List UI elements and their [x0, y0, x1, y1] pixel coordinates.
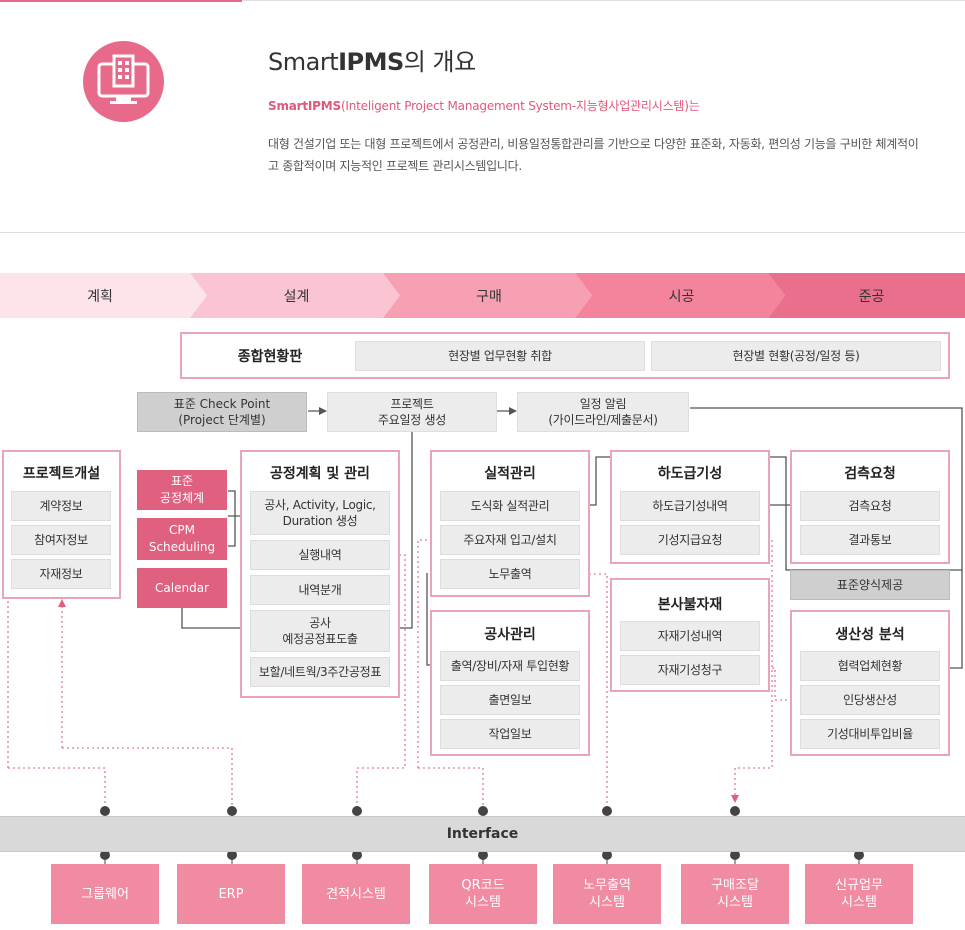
- project-open-item: 참여자정보: [11, 525, 111, 555]
- subcontract-title: 하도급기성: [657, 466, 723, 482]
- inspection-title: 검측요청: [844, 466, 896, 482]
- schedule-item: 공사, Activity, Logic, Duration 생성: [250, 491, 390, 535]
- subcontract-item: 기성지급요청: [620, 525, 760, 555]
- building-monitor-icon: [83, 41, 164, 122]
- page-description: 대형 건설기업 또는 대형 프로젝트에서 공정관리, 비용일정통합관리를 기반으…: [268, 137, 919, 173]
- standard-checkpoint: 표준 Check Point (Project 단계별): [137, 392, 307, 432]
- page-title: SmartIPMS의 개요: [268, 48, 476, 76]
- phase-construction: 시공: [668, 288, 695, 305]
- project-open-item: 자재정보: [11, 559, 111, 589]
- performance-item: 주요자재 입고/설치: [440, 525, 580, 555]
- dashboard-title: 종합현황판: [237, 349, 303, 365]
- inspection-item: 검측요청: [800, 491, 940, 521]
- project-open-item: 계약정보: [11, 491, 111, 521]
- calendar: Calendar: [137, 568, 227, 608]
- productivity-title: 생산성 분석: [835, 627, 905, 643]
- dashboard-item: 현장별 업무현황 취합: [355, 341, 645, 371]
- hq-material-item: 자재기성내역: [620, 621, 760, 651]
- schedule-alert: 일정 알림 (가이드라인/제출문서): [517, 392, 689, 432]
- phase-planning: 계획: [87, 288, 113, 305]
- system-qr-code: QR코드 시스템: [429, 864, 537, 924]
- performance-title: 실적관리: [484, 466, 536, 482]
- interface-bar: Interface: [0, 816, 965, 852]
- schedule-item: 공사 예정공정표도출: [250, 610, 390, 652]
- productivity-item: 기성대비투입비율: [800, 719, 940, 749]
- section-divider: [0, 232, 965, 233]
- performance-item: 노무출역: [440, 559, 580, 589]
- subcontract-item: 하도급기성내역: [620, 491, 760, 521]
- construction-item: 출면일보: [440, 685, 580, 715]
- hq-material-title: 본사불자재: [657, 597, 723, 613]
- inspection-item: 결과통보: [800, 525, 940, 555]
- system-erp: ERP: [177, 864, 285, 924]
- project-milestone: 프로젝트 주요일정 생성: [327, 392, 497, 432]
- schedule-item: 보할/네트웍/3주간공정표: [250, 657, 390, 687]
- construction-title: 공사관리: [484, 627, 536, 643]
- cpm-scheduling: CPM Scheduling: [137, 518, 227, 560]
- system-estimate: 견적시스템: [302, 864, 410, 924]
- phase-chevrons: [0, 273, 965, 318]
- phase-procurement: 구매: [476, 288, 502, 305]
- standard-process-system: 표준 공정체계: [137, 470, 227, 510]
- system-new-business: 신규업무 시스템: [805, 864, 913, 924]
- construction-item: 출역/장비/자재 투입현황: [440, 651, 580, 681]
- standard-form-provision: 표준양식제공: [790, 570, 950, 600]
- page-subtitle: SmartIPMS(Inteligent Project Management …: [268, 99, 700, 113]
- productivity-item: 인당생산성: [800, 685, 940, 715]
- top-accent-bar: [0, 0, 242, 2]
- system-labor-attendance: 노무출역 시스템: [553, 864, 661, 924]
- schedule-item: 실행내역: [250, 540, 390, 570]
- system-procurement: 구매조달 시스템: [681, 864, 789, 924]
- phase-completion: 준공: [858, 288, 885, 305]
- performance-item: 도식화 실적관리: [440, 491, 580, 521]
- productivity-item: 협력업체현황: [800, 651, 940, 681]
- dashboard-item: 현장별 현황(공정/일정 등): [651, 341, 941, 371]
- schedule-title: 공정계획 및 관리: [270, 466, 370, 482]
- construction-item: 작업일보: [440, 719, 580, 749]
- system-groupware: 그룹웨어: [51, 864, 159, 924]
- hq-material-item: 자재기성청구: [620, 655, 760, 685]
- top-divider: [0, 0, 965, 1]
- schedule-item: 내역분개: [250, 575, 390, 605]
- phase-design: 설계: [283, 288, 310, 305]
- project-open-title: 프로젝트개설: [22, 466, 101, 482]
